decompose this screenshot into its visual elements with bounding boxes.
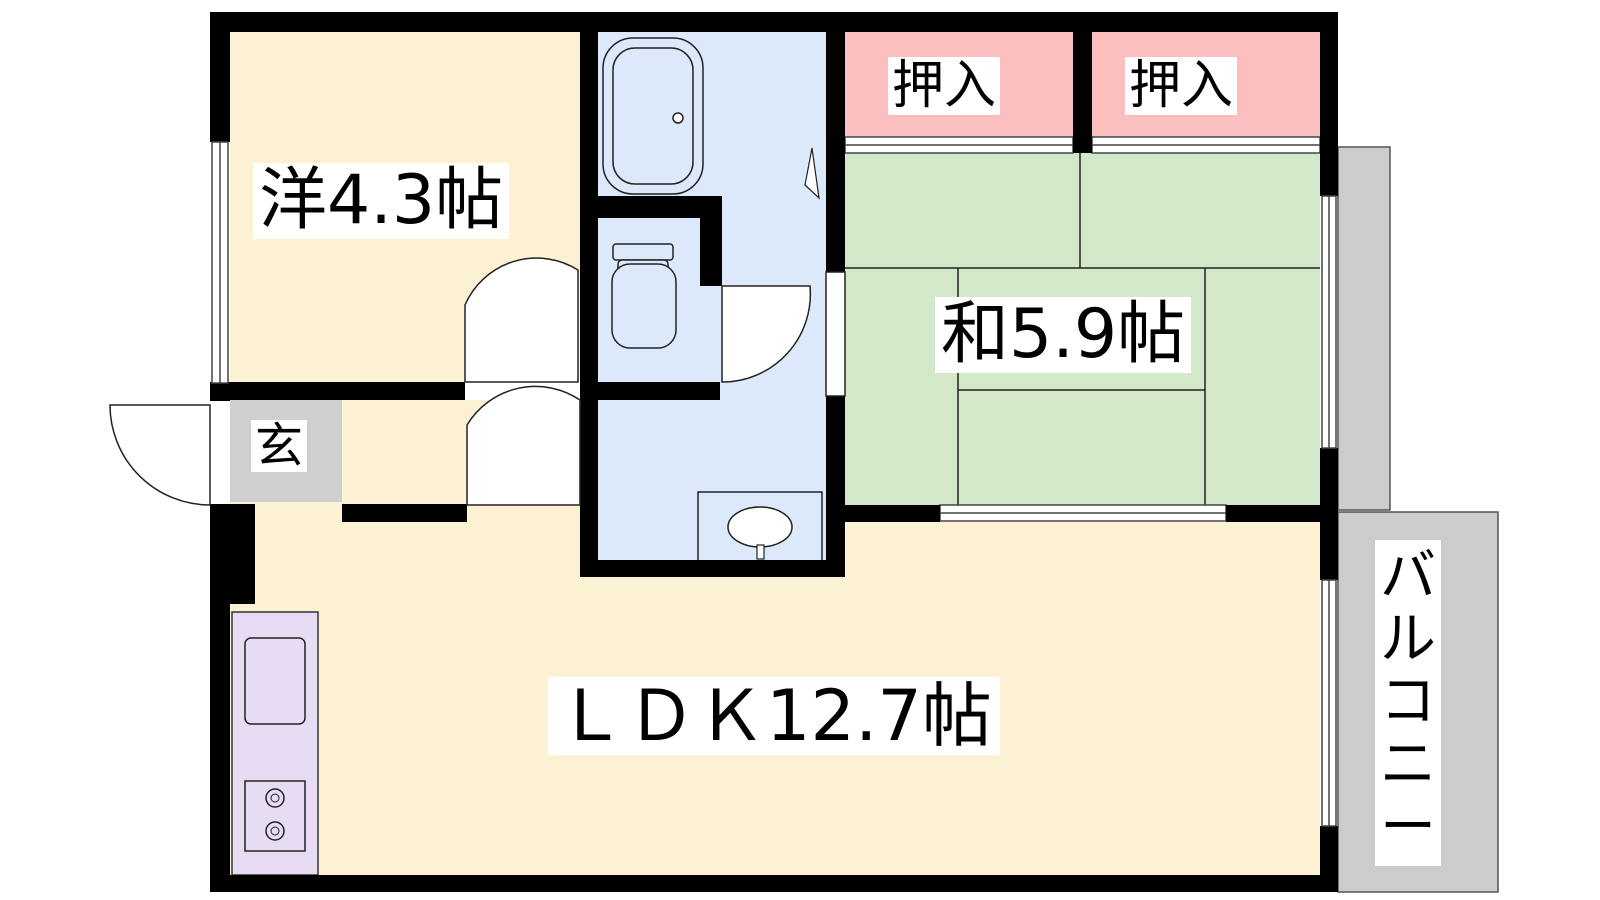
western-room-label: 洋4.3帖	[253, 163, 510, 239]
kitchen-sink-icon	[244, 637, 306, 725]
balcony-area-upper	[1337, 146, 1391, 511]
windows	[211, 141, 1337, 827]
toilet-icon	[611, 243, 677, 349]
doors	[109, 257, 846, 506]
sliding-doors	[844, 136, 1321, 522]
closet-1-label: 押入	[888, 57, 1001, 115]
closet-2-label: 押入	[1125, 57, 1238, 115]
bathtub-icon	[602, 37, 704, 195]
japanese-room-label: 和5.9帖	[935, 297, 1192, 373]
walls	[210, 12, 1338, 892]
stove-icon	[244, 780, 306, 852]
entrance-label: 玄	[251, 420, 308, 472]
washbasin-icon	[727, 506, 793, 548]
ldk-label: ＬＤＫ12.7帖	[548, 677, 1000, 755]
balcony-label: バルコニー	[1375, 540, 1441, 866]
kitchen-counter	[231, 611, 319, 876]
